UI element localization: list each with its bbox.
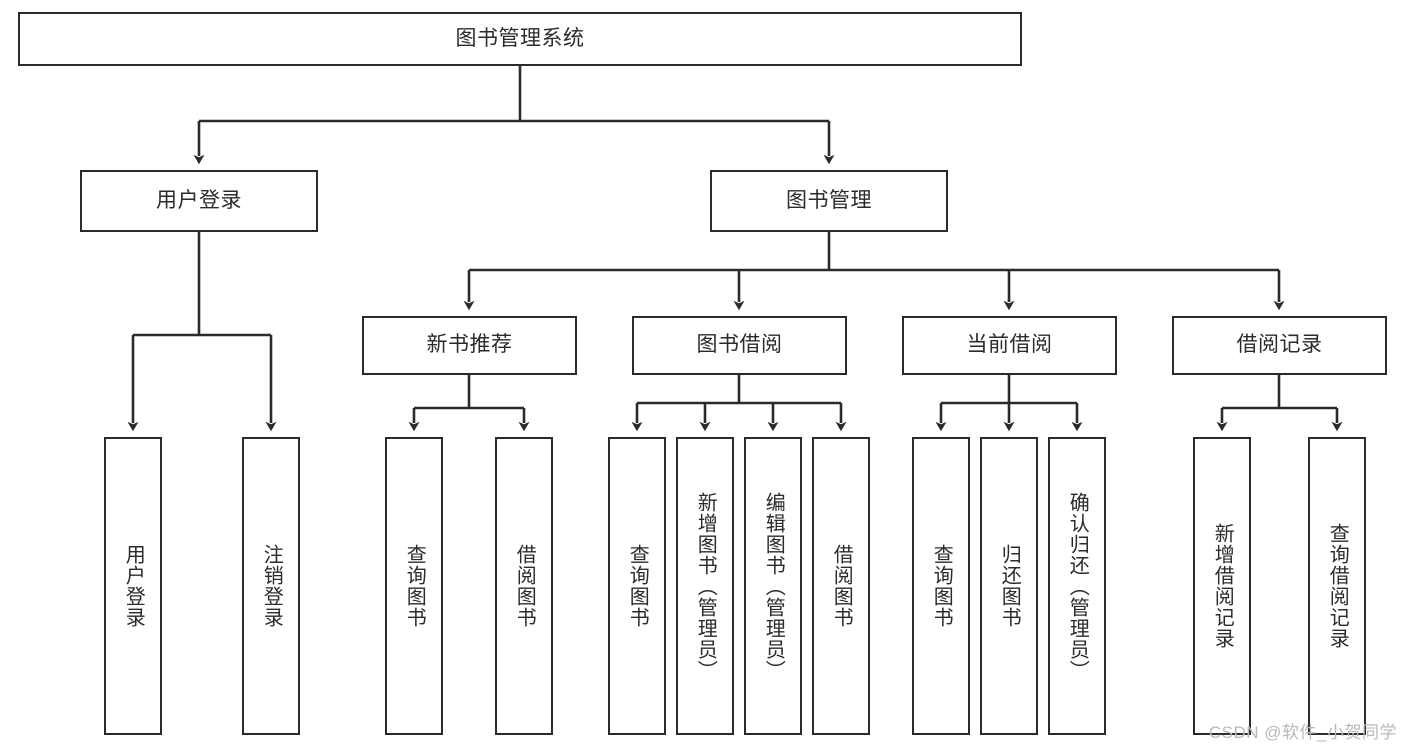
node-leaf-add-record[interactable]: 新增借阅记录	[1193, 437, 1251, 735]
node-leaf-return-book-label: 归还图书	[998, 544, 1021, 628]
node-leaf-add-record-label: 新增借阅记录	[1211, 523, 1234, 649]
node-book-borrow-label: 图书借阅	[696, 333, 783, 357]
node-borrow-record[interactable]: 借阅记录	[1172, 316, 1387, 375]
node-leaf-edit-book-label: 编辑图书（管理员）	[762, 491, 785, 681]
node-leaf-query-record-label: 查询借阅记录	[1326, 523, 1349, 649]
node-leaf-borrow-book-2-label: 借阅图书	[830, 544, 853, 628]
node-book-borrow[interactable]: 图书借阅	[632, 316, 847, 375]
node-leaf-query-book-1[interactable]: 查询图书	[385, 437, 443, 735]
node-leaf-query-book-2[interactable]: 查询图书	[608, 437, 666, 735]
node-leaf-edit-book[interactable]: 编辑图书（管理员）	[744, 437, 802, 735]
node-leaf-confirm-return[interactable]: 确认归还（管理员）	[1048, 437, 1106, 735]
node-user-login-label: 用户登录	[156, 188, 242, 212]
csdn-watermark: CSDN @软件_小贺同学	[1208, 723, 1397, 742]
node-book-management-label: 图书管理	[786, 188, 872, 212]
node-new-book-recommend-label: 新书推荐	[426, 333, 513, 357]
node-new-book-recommend[interactable]: 新书推荐	[362, 316, 577, 375]
node-leaf-confirm-return-label: 确认归还（管理员）	[1066, 491, 1089, 681]
node-leaf-borrow-book-2[interactable]: 借阅图书	[812, 437, 870, 735]
node-leaf-return-book[interactable]: 归还图书	[980, 437, 1038, 735]
node-leaf-logout-login[interactable]: 注销登录	[242, 437, 300, 735]
node-leaf-user-login[interactable]: 用户登录	[104, 437, 162, 735]
node-leaf-add-book-label: 新增图书（管理员）	[694, 491, 717, 681]
node-borrow-record-label: 借阅记录	[1236, 333, 1323, 357]
node-user-login[interactable]: 用户登录	[80, 170, 318, 232]
node-root[interactable]: 图书管理系统	[18, 12, 1022, 66]
node-book-management[interactable]: 图书管理	[710, 170, 948, 232]
node-leaf-add-book[interactable]: 新增图书（管理员）	[676, 437, 734, 735]
node-current-borrow[interactable]: 当前借阅	[902, 316, 1117, 375]
node-leaf-borrow-book-1[interactable]: 借阅图书	[495, 437, 553, 735]
node-leaf-query-record[interactable]: 查询借阅记录	[1308, 437, 1366, 735]
node-leaf-query-book-3[interactable]: 查询图书	[912, 437, 970, 735]
node-leaf-query-book-2-label: 查询图书	[626, 544, 649, 628]
node-root-label: 图书管理系统	[455, 26, 585, 50]
node-leaf-user-login-label: 用户登录	[122, 544, 145, 628]
node-current-borrow-label: 当前借阅	[966, 333, 1053, 357]
node-leaf-query-book-1-label: 查询图书	[403, 544, 426, 628]
node-leaf-borrow-book-1-label: 借阅图书	[513, 544, 536, 628]
node-leaf-query-book-3-label: 查询图书	[930, 544, 953, 628]
node-leaf-logout-login-label: 注销登录	[260, 544, 283, 628]
